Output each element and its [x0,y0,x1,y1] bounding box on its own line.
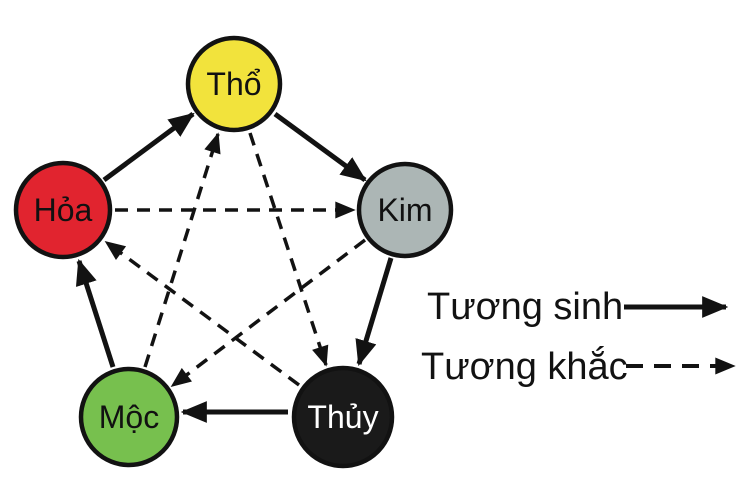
node-tho-circle [185,35,283,133]
legend: Tương sinh Tương khắc [421,286,736,388]
node-thuy: Thủy [291,365,395,469]
node-moc-circle [78,366,180,468]
node-moc-label: Mộc [99,399,159,435]
node-tho-label: Thổ [206,66,261,102]
node-hoa-label: Hỏa [34,192,93,228]
node-tho: Thổ [185,35,283,133]
node-kim-label: Kim [377,192,432,228]
khac-arrow-kim-moc [170,238,367,388]
khac-arrow-tho-thuy [248,132,329,367]
sinh-arrow-hoa-tho [102,111,195,183]
node-hoa-circle [13,160,113,260]
node-moc: Mộc [78,366,180,468]
khac-arrow-thuy-hoa [104,240,301,387]
node-hoa: Hỏa [13,160,113,260]
sinh-arrow-moc-hoa [75,258,116,368]
node-thuy-circle [291,365,395,469]
sinh-arrow-group [75,111,394,423]
node-thuy-label: Thủy [307,399,378,435]
sinh-arrow-tho-kim [273,111,367,183]
legend-khac-label: Tương khắc [421,345,628,388]
legend-sinh-label: Tương sinh [427,286,623,328]
khac-arrow-moc-tho [143,132,221,368]
khac-arrow-group [104,132,367,388]
sinh-arrow-kim-thuy [355,257,394,367]
node-kim-circle [356,161,454,259]
node-kim: Kim [356,161,454,259]
